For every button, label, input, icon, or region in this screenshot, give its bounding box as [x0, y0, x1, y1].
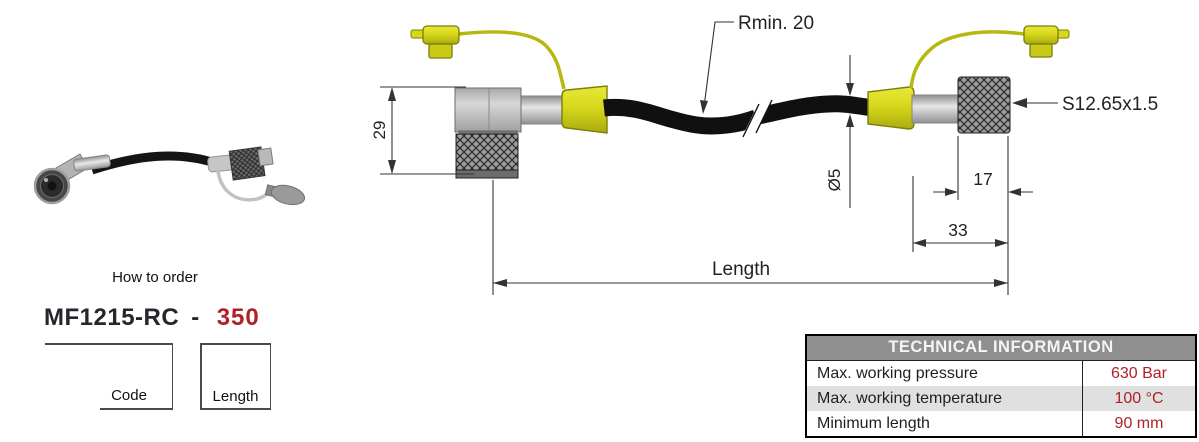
dim-29-label: 29 [370, 121, 389, 140]
left-connector [454, 87, 567, 179]
product-photo [33, 146, 306, 206]
left-knurled-nut [455, 133, 519, 172]
left-hex-nut [454, 87, 522, 133]
left-strain-relief-cone [561, 85, 608, 134]
photo-dust-cap [264, 184, 306, 206]
length-bracket-right-line [269, 343, 271, 409]
dim-rmin20 [700, 21, 734, 114]
row-label: Max. working pressure [817, 364, 978, 382]
dim-length [492, 180, 1008, 295]
photo-elbow-connector [33, 153, 111, 205]
table-title: TECHNICAL INFORMATION [807, 336, 1195, 361]
left-tube [519, 95, 567, 125]
row-value: 100 °C [1082, 386, 1195, 411]
dim-diameter5-label: Ø5 [825, 169, 844, 192]
dim-33-label: 33 [948, 220, 967, 240]
length-bracket-bottom-line [200, 408, 271, 410]
dim-thread [1012, 98, 1058, 108]
hose [603, 95, 876, 139]
how-to-order-heading: How to order [112, 269, 198, 286]
left-cap-lanyard [458, 30, 566, 90]
code-bracket-top-line [45, 343, 173, 345]
photo-connector [207, 146, 274, 181]
dim-rmin20-label: Rmin. 20 [738, 13, 814, 34]
order-code: MF1215-RC [44, 304, 180, 331]
dim-length-label: Length [712, 259, 770, 280]
right-knurled-nut [957, 76, 1011, 134]
right-strain-relief-cone [867, 86, 915, 130]
dim-33 [912, 176, 1008, 252]
dim-diameter5 [846, 55, 854, 208]
length-label: Length [212, 388, 259, 405]
table-row: Minimum length 90 mm [807, 411, 1195, 436]
code-label: Code [111, 387, 147, 404]
right-tube [911, 94, 961, 124]
code-bracket-bottom-line [100, 408, 173, 410]
technical-information-table: TECHNICAL INFORMATION Max. working press… [805, 334, 1197, 438]
order-separator: - [191, 304, 200, 331]
dim-thread-label: S12.65x1.5 [1062, 94, 1158, 115]
technical-drawing: 29 Rmin. 20 Ø5 S12.65x1.5 [370, 13, 1158, 295]
hose-break-symbol [741, 98, 773, 139]
order-code-line: MF1215-RC - 350 [44, 304, 260, 332]
right-connector [911, 76, 1011, 134]
left-dust-cap [410, 25, 566, 90]
dim-17 [933, 136, 1033, 295]
dim-29 [380, 86, 474, 175]
order-length-value: 350 [216, 304, 260, 331]
length-bracket-top-line [200, 343, 271, 345]
table-row: Max. working pressure 630 Bar [807, 361, 1195, 386]
length-bracket-left-line [200, 343, 202, 409]
row-value: 90 mm [1082, 411, 1195, 436]
right-cap-lanyard [909, 30, 1025, 89]
code-bracket-vertical-line [171, 343, 173, 409]
dim-17-label: 17 [973, 169, 992, 189]
row-label: Max. working temperature [817, 389, 1002, 407]
row-label: Minimum length [817, 414, 930, 432]
right-dust-cap [909, 25, 1070, 89]
table-row: Max. working temperature 100 °C [807, 386, 1195, 411]
row-value: 630 Bar [1082, 361, 1195, 386]
